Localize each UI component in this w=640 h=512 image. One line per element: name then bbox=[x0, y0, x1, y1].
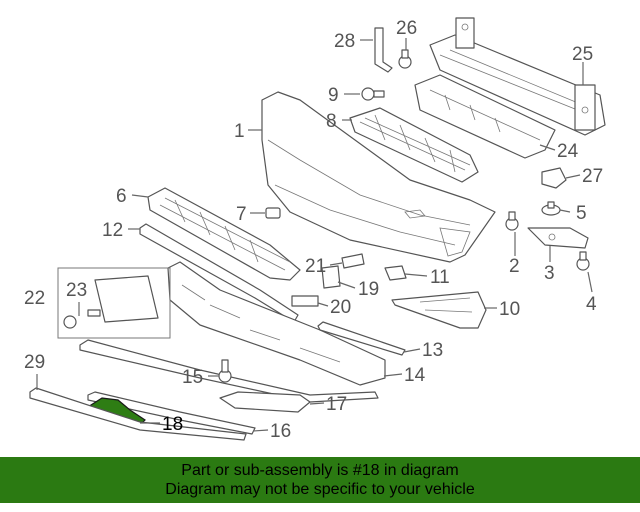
part-5-clip[interactable] bbox=[541, 201, 561, 216]
callout-3: 3 bbox=[544, 263, 555, 284]
callout-8: 8 bbox=[326, 111, 337, 132]
callout-6: 6 bbox=[116, 186, 127, 207]
part-1-bumper-cover[interactable] bbox=[261, 91, 496, 263]
part-12-trim-strip[interactable] bbox=[139, 223, 299, 323]
callout-25: 25 bbox=[572, 44, 593, 65]
banner-line-2: Diagram may not be specific to your vehi… bbox=[165, 481, 475, 498]
callout-29: 29 bbox=[24, 352, 45, 373]
part-20-pad[interactable] bbox=[291, 295, 319, 307]
part-13-trim-strip[interactable] bbox=[317, 321, 406, 356]
callout-22: 22 bbox=[24, 288, 45, 309]
part-27-bracket[interactable] bbox=[541, 167, 567, 189]
callout-14: 14 bbox=[404, 365, 426, 386]
part-7-clip[interactable] bbox=[265, 207, 281, 219]
part-21-cover[interactable] bbox=[341, 253, 365, 269]
callout-20: 20 bbox=[330, 297, 351, 318]
part-8-upper-grille[interactable] bbox=[349, 107, 479, 183]
part-29-trim[interactable] bbox=[29, 387, 247, 441]
callout-27: 27 bbox=[582, 166, 603, 187]
part-19-bracket[interactable] bbox=[321, 265, 341, 289]
callout-15: 15 bbox=[182, 367, 203, 388]
callout-11: 11 bbox=[430, 267, 450, 288]
part-4-bolt[interactable] bbox=[576, 251, 590, 271]
callout-13: 13 bbox=[422, 340, 443, 361]
callout-10: 10 bbox=[499, 299, 520, 320]
banner-line-1: Part or sub-assembly is #18 in diagram bbox=[181, 462, 459, 479]
part-14-lower-spoiler[interactable] bbox=[79, 339, 379, 403]
callout-28: 28 bbox=[334, 31, 355, 52]
part-11-clip[interactable] bbox=[384, 265, 407, 281]
part-6-lower-grille[interactable] bbox=[147, 187, 301, 281]
callout-18-highlighted: 18 bbox=[162, 414, 183, 435]
callout-23: 23 bbox=[66, 280, 87, 301]
part-lower-deflector[interactable] bbox=[167, 261, 386, 386]
part-17-splitter[interactable] bbox=[219, 391, 311, 413]
callout-16: 16 bbox=[270, 421, 291, 442]
part-10-fog-bezel[interactable] bbox=[391, 291, 487, 329]
callout-7: 7 bbox=[236, 204, 247, 225]
part-28-bracket[interactable] bbox=[374, 27, 393, 73]
callout-2: 2 bbox=[509, 256, 520, 277]
part-22-license-bracket-group[interactable] bbox=[57, 267, 171, 339]
part-26-bolt[interactable] bbox=[398, 49, 412, 69]
leader-lines bbox=[36, 38, 593, 432]
part-2-bolt[interactable] bbox=[505, 211, 519, 231]
callout-4: 4 bbox=[586, 294, 597, 315]
part-15-bolt[interactable] bbox=[218, 359, 232, 383]
callout-5: 5 bbox=[576, 203, 587, 224]
part-9-bolt[interactable] bbox=[361, 87, 385, 101]
part-24-energy-absorber[interactable] bbox=[414, 74, 556, 159]
callout-labels: 28 26 25 9 8 1 24 27 6 7 5 12 2 3 4 21 1… bbox=[24, 18, 603, 442]
callout-1: 1 bbox=[234, 121, 245, 142]
callout-17: 17 bbox=[326, 394, 347, 415]
notice-banner: Part or sub-assembly is #18 in diagram D… bbox=[0, 457, 640, 503]
callout-12: 12 bbox=[102, 220, 123, 241]
callout-21: 21 bbox=[305, 256, 326, 277]
callout-9: 9 bbox=[328, 85, 339, 106]
callout-26: 26 bbox=[396, 18, 417, 39]
part-3-side-bracket[interactable] bbox=[527, 227, 589, 249]
callout-24: 24 bbox=[557, 141, 579, 162]
part-25-reinforcement-beam[interactable] bbox=[429, 17, 606, 136]
callout-19: 19 bbox=[358, 279, 379, 300]
